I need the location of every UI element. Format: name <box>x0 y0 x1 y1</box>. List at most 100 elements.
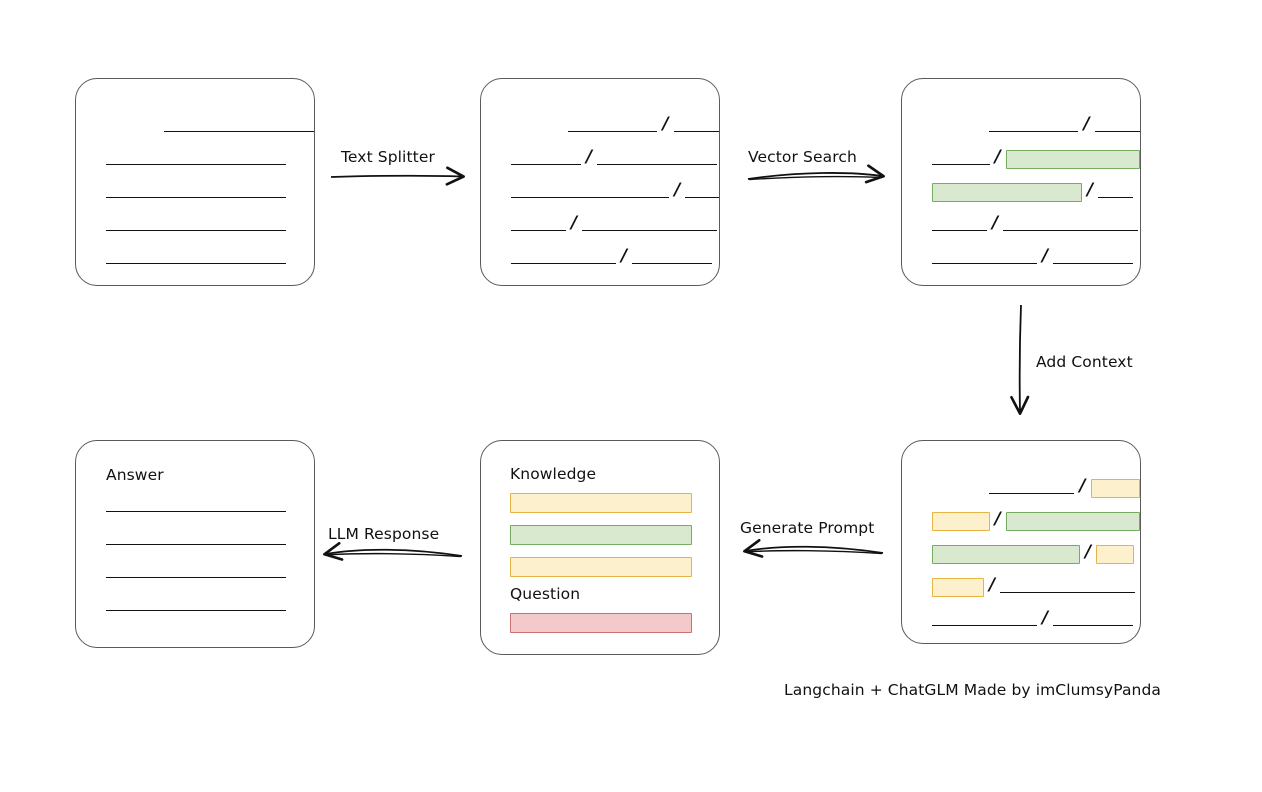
arrow-add-context <box>1010 304 1030 415</box>
text-line-segment <box>632 263 713 264</box>
knowledge-bar-3 <box>510 557 692 577</box>
split-document-lines: / / / / / <box>481 79 719 285</box>
doc-row: / <box>902 508 1140 531</box>
arrow-text-splitter <box>330 166 465 186</box>
text-line-segment <box>1094 131 1140 132</box>
doc-row <box>76 185 314 199</box>
chunk-separator-slash: / <box>992 212 999 233</box>
doc-row: / <box>902 543 1140 564</box>
text-line-segment <box>988 493 1075 494</box>
doc-row: / <box>902 475 1140 498</box>
chunk-separator-slash: / <box>994 508 1001 529</box>
doc-row <box>76 532 314 546</box>
knowledge-bar-1 <box>510 493 692 513</box>
edge-label-add-context: Add Context <box>1036 353 1133 371</box>
doc-row: / <box>481 179 719 200</box>
highlight-chip-yellow <box>932 577 984 597</box>
text-line-segment <box>932 263 1037 264</box>
doc-row: / <box>902 113 1140 134</box>
text-line-segment <box>1053 263 1134 264</box>
chunk-separator-slash: / <box>1042 245 1049 266</box>
text-line-segment <box>106 263 286 264</box>
chunk-separator-slash: / <box>994 146 1001 167</box>
answer-title: Answer <box>106 466 164 484</box>
text-line-segment <box>597 164 718 165</box>
text-line-segment <box>582 230 718 231</box>
text-line-segment <box>1098 197 1134 198</box>
doc-row: / <box>902 146 1140 169</box>
edge-label-llm-response: LLM Response <box>328 525 440 543</box>
doc-row: / <box>902 607 1140 628</box>
text-line-segment <box>164 131 314 132</box>
edge-label-vector-search: Vector Search <box>748 148 857 166</box>
doc-row: / <box>902 574 1140 597</box>
doc-row <box>76 218 314 232</box>
doc-row <box>76 598 314 612</box>
text-line-segment <box>511 263 616 264</box>
doc-row: / <box>481 113 719 134</box>
text-line-segment <box>106 164 286 165</box>
doc-row: / <box>902 179 1140 202</box>
arrow-llm-response <box>323 541 463 561</box>
edge-label-text-splitter: Text Splitter <box>341 148 435 166</box>
source-document-lines <box>76 79 314 285</box>
chunk-separator-slash: / <box>1083 113 1090 134</box>
chunk-separator-slash: / <box>674 179 681 200</box>
doc-row: / <box>902 212 1140 233</box>
highlight-chip-green <box>1005 149 1140 169</box>
prompt-node[interactable]: Knowledge Question <box>480 440 720 655</box>
credit-text: Langchain + ChatGLM Made by imClumsyPand… <box>784 681 1162 699</box>
text-line-segment <box>673 131 719 132</box>
question-bar-1 <box>510 613 692 633</box>
doc-row: / <box>902 245 1140 266</box>
doc-row <box>76 565 314 579</box>
chunk-separator-slash: / <box>586 146 593 167</box>
text-line-segment <box>106 544 286 545</box>
text-line-segment <box>567 131 658 132</box>
text-line-segment <box>511 164 581 165</box>
doc-row: / <box>481 245 719 266</box>
text-line-segment <box>511 230 566 231</box>
chunk-separator-slash: / <box>571 212 578 233</box>
highlight-chip-green <box>1005 511 1140 531</box>
highlight-chip-green <box>932 544 1080 564</box>
knowledge-label: Knowledge <box>510 465 597 483</box>
source-document-node[interactable] <box>75 78 315 286</box>
arrow-vector-search <box>747 164 885 184</box>
question-label: Question <box>510 585 581 603</box>
context-document-lines: / / / / / <box>902 441 1140 643</box>
text-line-segment <box>932 164 990 165</box>
context-document-node[interactable]: / / / / / <box>901 440 1141 644</box>
matched-document-lines: / / / / / <box>902 79 1140 285</box>
doc-row: / <box>481 146 719 167</box>
chunk-separator-slash: / <box>989 574 996 595</box>
doc-row <box>76 119 314 133</box>
text-line-segment <box>1053 625 1134 626</box>
text-line-segment <box>932 230 987 231</box>
doc-row: / <box>481 212 719 233</box>
chunk-separator-slash: / <box>1087 179 1094 200</box>
text-line-segment <box>511 197 670 198</box>
text-line-segment <box>932 625 1037 626</box>
highlight-chip-yellow <box>1096 544 1135 564</box>
matched-document-node[interactable]: / / / / / <box>901 78 1141 286</box>
split-document-node[interactable]: / / / / / <box>480 78 720 286</box>
text-line-segment <box>1003 230 1139 231</box>
chunk-separator-slash: / <box>662 113 669 134</box>
doc-row <box>76 152 314 166</box>
text-line-segment <box>106 610 286 611</box>
text-line-segment <box>1000 592 1136 593</box>
answer-node[interactable]: Answer <box>75 440 315 648</box>
knowledge-bar-2 <box>510 525 692 545</box>
text-line-segment <box>106 511 286 512</box>
answer-lines <box>76 499 314 647</box>
chunk-separator-slash: / <box>1079 475 1086 496</box>
highlight-chip-yellow <box>932 511 990 531</box>
text-line-segment <box>685 197 719 198</box>
doc-row <box>76 251 314 265</box>
chunk-separator-slash: / <box>1042 607 1049 628</box>
text-line-segment <box>106 577 286 578</box>
chunk-separator-slash: / <box>621 245 628 266</box>
doc-row <box>76 499 314 513</box>
text-line-segment <box>106 197 286 198</box>
